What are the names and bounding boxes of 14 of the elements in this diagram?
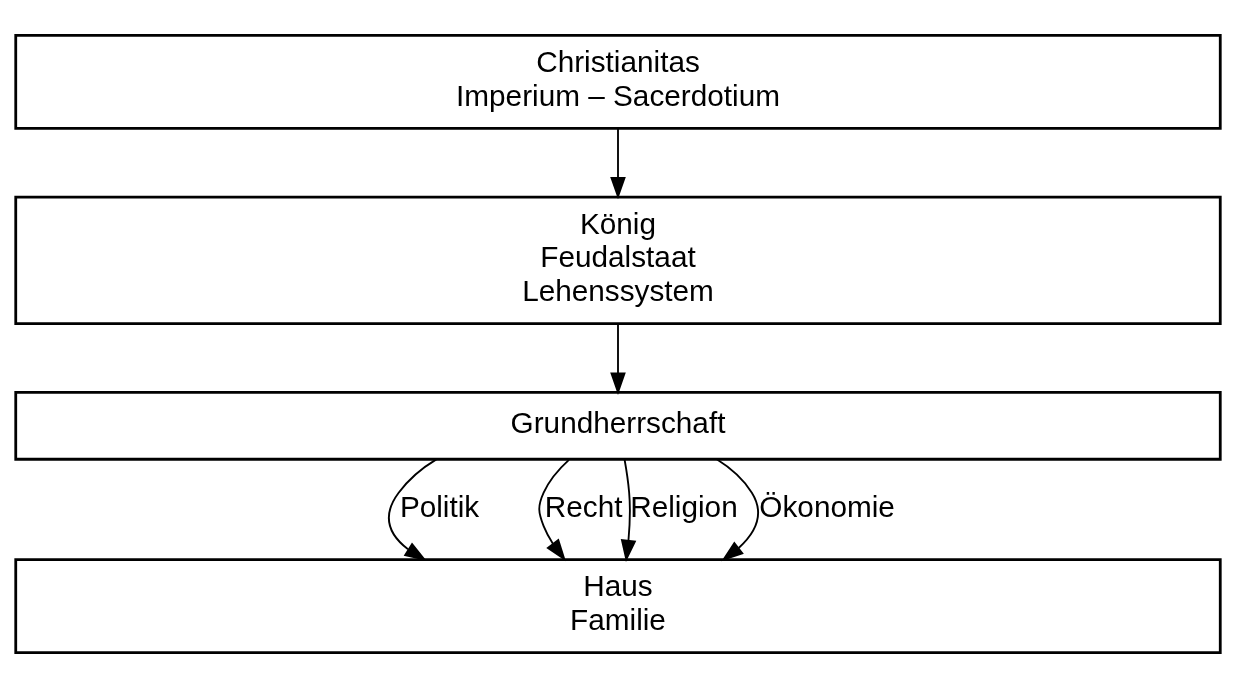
arrow: [715, 458, 759, 562]
arrow: [610, 323, 626, 395]
edge-label: Politik: [399, 489, 480, 523]
arrow: [610, 127, 626, 200]
edge-label: Recht: [544, 489, 623, 523]
node-box: König Feudalstaat Lehenssystem: [14, 195, 1222, 325]
arrow: [620, 458, 637, 562]
node-box: Christianitas Imperium – Sacerdotium: [14, 34, 1222, 130]
edge-label: Ökonomie: [759, 489, 895, 523]
node-box: Haus Familie: [14, 558, 1222, 654]
arrow: [388, 458, 438, 561]
node-box: Grundherrschaft: [14, 390, 1222, 461]
arrow: [538, 458, 570, 562]
edge-label: Religion: [630, 489, 738, 523]
